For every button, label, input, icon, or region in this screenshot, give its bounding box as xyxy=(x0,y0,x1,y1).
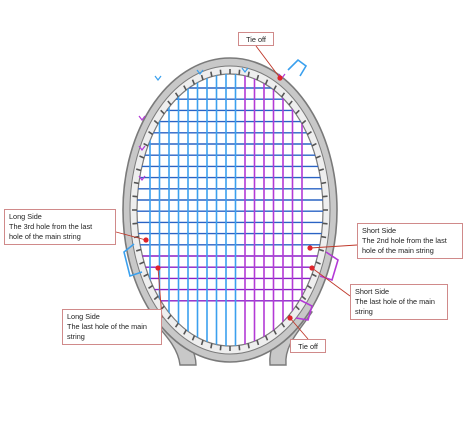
grommet-hole xyxy=(306,284,312,290)
long-side-3rd-line1: Long Side xyxy=(9,212,42,221)
grommet-hole xyxy=(143,142,149,147)
tie-off-top-label: Tie off xyxy=(246,35,266,44)
grommet-hole xyxy=(148,284,154,290)
grommet-hole xyxy=(135,248,142,252)
direction-arrow xyxy=(196,69,204,75)
leader-line xyxy=(115,231,147,241)
leader-line xyxy=(309,244,358,249)
hole-marker xyxy=(287,315,293,321)
hole-marker xyxy=(277,75,283,81)
grommet-hole xyxy=(306,130,312,136)
hole-marker xyxy=(309,265,315,271)
long-side-3rd-hole-callout: Long Side The 3rd hole from the last hol… xyxy=(4,209,116,245)
grommet-hole xyxy=(153,295,159,301)
top-string-loop xyxy=(287,58,308,77)
grommet-hole xyxy=(143,273,149,278)
grommet-hole xyxy=(160,109,165,115)
long-side-last-line1: Long Side xyxy=(67,312,100,321)
grommet-hole xyxy=(139,261,145,265)
grommet-hole xyxy=(256,74,260,81)
short-side-last-hole-callout: Short Side The last hole of the main str… xyxy=(350,284,448,320)
main-strings-purple xyxy=(244,74,303,346)
grommet-hole xyxy=(183,329,187,335)
grommet-hole xyxy=(315,261,321,265)
grommet-hole xyxy=(281,322,286,328)
short-side-last-line3: string xyxy=(355,307,373,316)
long-side-3rd-line2: The 3rd hole from the last xyxy=(9,222,93,231)
grommet-hole xyxy=(288,100,293,106)
grommet-hole xyxy=(295,305,300,311)
grommet-hole xyxy=(315,155,321,159)
grommet-hole xyxy=(210,343,213,349)
grommet-hole xyxy=(167,314,172,320)
grommet-hole xyxy=(247,343,250,349)
direction-arrow xyxy=(241,67,249,73)
grommet-hole xyxy=(191,335,196,341)
grommet-hole xyxy=(135,168,142,172)
grommet-hole xyxy=(301,119,307,125)
grommet-hole xyxy=(139,155,145,159)
grommet-hole xyxy=(133,181,139,185)
lower-string-loop xyxy=(295,299,313,321)
grommet-hole xyxy=(318,248,325,252)
grommet-hole xyxy=(174,322,179,328)
short-side-2nd-line3: hole of the main string xyxy=(362,246,434,255)
long-side-last-line3: string xyxy=(67,332,85,341)
grommet-hole xyxy=(148,130,154,136)
long-side-last-hole-callout: Long Side The last hole of the main stri… xyxy=(62,309,162,345)
hole-marker xyxy=(155,265,161,271)
left-string-loop xyxy=(123,243,143,278)
grommet-hole xyxy=(273,85,277,91)
direction-arrow xyxy=(138,145,146,151)
leader-line xyxy=(289,317,309,340)
grommet-hole xyxy=(264,79,269,85)
tie-off-bottom-callout: Tie off xyxy=(290,339,326,353)
long-side-3rd-line3: hole of the main string xyxy=(9,232,81,241)
grommet-hole xyxy=(191,79,196,85)
grommet-hole xyxy=(200,339,204,346)
grommet-hole xyxy=(256,339,260,346)
short-side-2nd-line1: Short Side xyxy=(362,226,397,235)
direction-arrow xyxy=(138,115,146,121)
grommet-hole xyxy=(153,119,159,125)
direction-arrow xyxy=(154,75,162,81)
grommet-hole xyxy=(167,100,172,106)
string-path-arrows xyxy=(123,58,339,321)
grommet-hole xyxy=(210,71,213,77)
grommet-hole xyxy=(311,142,317,147)
grommet-hole xyxy=(200,74,204,81)
tie-off-bottom-label: Tie off xyxy=(298,342,318,351)
direction-arrow xyxy=(138,175,146,181)
short-side-2nd-line2: The 2nd hole from the last xyxy=(362,236,447,245)
grommet-hole xyxy=(264,335,269,341)
short-side-last-line1: Short Side xyxy=(355,287,390,296)
grommet-hole xyxy=(321,181,327,185)
grommet-hole xyxy=(247,71,250,77)
short-side-last-line2: The last hole of the main xyxy=(355,297,435,306)
tie-off-top-callout: Tie off xyxy=(238,32,274,46)
leader-line xyxy=(311,267,351,297)
grommet-hole xyxy=(174,92,179,98)
hole-marker xyxy=(143,237,149,243)
grommet-hole xyxy=(321,235,327,239)
grommet-hole xyxy=(273,329,277,335)
grommet-hole xyxy=(311,273,317,278)
cross-strings-purple xyxy=(137,255,323,302)
grommet-hole xyxy=(318,168,325,172)
short-side-2nd-hole-callout: Short Side The 2nd hole from the last ho… xyxy=(357,223,463,259)
grommet-hole xyxy=(281,92,286,98)
callout-leader-lines xyxy=(115,45,358,340)
long-side-last-line2: The last hole of the main xyxy=(67,322,147,331)
grommet-hole xyxy=(301,295,307,301)
hole-marker xyxy=(307,245,313,251)
leader-line xyxy=(255,45,281,79)
grommet-hole xyxy=(183,85,187,91)
grommet-hole xyxy=(295,109,300,115)
